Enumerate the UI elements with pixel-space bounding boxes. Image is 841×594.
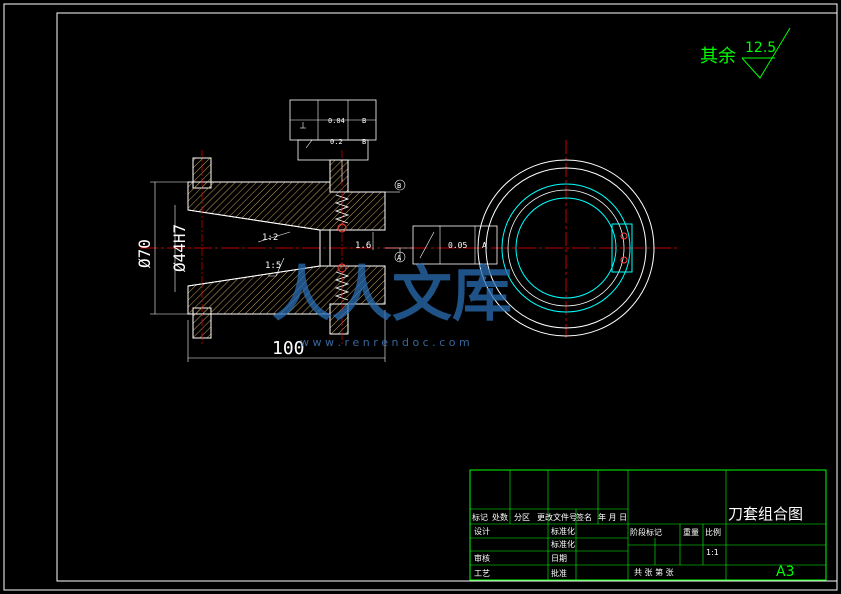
end-view-outer: [477, 159, 655, 337]
svg-text:B: B: [362, 138, 366, 146]
tb-mid-1: 日期: [551, 554, 567, 563]
end-view-cyan-inner: [515, 197, 617, 299]
title-block: 标记 处数 分区 更改文件号 签名 年 月 日 设计 标准化 审核 工艺 标准化…: [469, 469, 827, 581]
end-view: [477, 140, 655, 338]
tb-row-scale: 比例: [705, 527, 721, 537]
tb-scale-value: 1:1: [706, 548, 719, 557]
watermark: 人人文库 w w w . r e n r e n d o c . c o m: [272, 260, 512, 349]
tb-header-4: 签名: [576, 512, 592, 522]
body-lower: [187, 265, 386, 315]
svg-text:B: B: [397, 182, 401, 190]
sheet-size: A3: [776, 564, 794, 580]
clip-top: [329, 159, 349, 193]
tb-row-approve: 批准: [551, 568, 567, 578]
drawing-title: 刀套组合图: [728, 505, 803, 523]
end-view-mid: [507, 189, 625, 307]
dim-gap: 1.6: [355, 241, 371, 251]
datum-b: B: [385, 179, 406, 193]
svg-text:0.04: 0.04: [328, 117, 345, 125]
tb-header-2: 分区: [514, 513, 530, 522]
surface-note-value: 12.5: [745, 40, 776, 56]
svg-text:0.05: 0.05: [448, 241, 467, 250]
dim-outer-diameter: Ø70: [135, 239, 154, 268]
svg-text:B: B: [362, 117, 366, 125]
datum-a: A: [394, 248, 406, 263]
surface-roughness-note: 其余 12.5: [700, 27, 791, 79]
tb-row-check: 审核: [474, 553, 490, 563]
tb-header-5: 年 月 日: [598, 512, 627, 522]
tb-row-stage: 阶段标记: [630, 527, 662, 537]
tolerance-frame-side: 0.05 A: [385, 225, 498, 265]
tb-row-weight: 重量: [683, 527, 699, 537]
tb-header-0: 标记: [472, 512, 488, 522]
dim-taper-small: 1:5: [265, 261, 281, 271]
dim-length: 100: [272, 338, 305, 359]
svg-text:A: A: [482, 241, 487, 250]
body-upper: [187, 181, 386, 231]
tb-header-1: 处数: [492, 512, 508, 522]
dimensions: Ø70 Ø44H7 100 1:2 1:5 1.6: [135, 181, 386, 362]
inner-border: [56, 12, 838, 582]
tb-row-design: 设计: [474, 526, 490, 536]
dim-bore-diameter: Ø44H7: [170, 224, 189, 272]
watermark-url: w w w . r e n r e n d o c . c o m: [300, 336, 470, 349]
end-view-ring: [485, 167, 647, 329]
watermark-logo-text: 人人文库: [272, 260, 512, 330]
tb-mid-0: 标准化: [551, 539, 575, 549]
roughness-symbol: [741, 27, 791, 79]
end-view-cyan-outer: [501, 183, 631, 313]
tb-row-std: 标准化: [551, 526, 575, 536]
svg-text:A: A: [397, 254, 402, 262]
clip-bottom: [329, 303, 349, 335]
svg-text:0.2: 0.2: [330, 138, 343, 146]
tolerance-frame-top: 0.04 B 0.2 B: [289, 99, 377, 182]
end-view-tab: [611, 223, 633, 273]
surface-note-label: 其余: [700, 46, 736, 67]
tb-header-3: 更改文件号: [537, 512, 577, 522]
tb-row-proc: 工艺: [474, 569, 490, 578]
tb-row-sheets: 共 张 第 张: [634, 567, 674, 577]
